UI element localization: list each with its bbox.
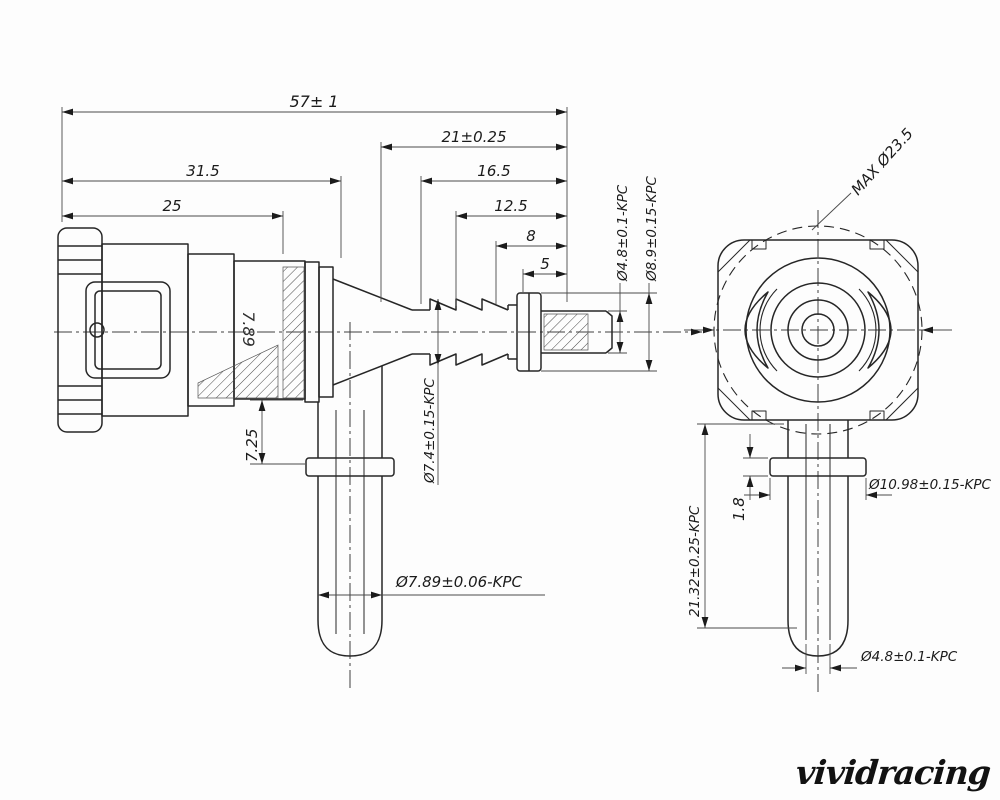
dim-label-dia-7-89: Ø7.89±0.06-KPC — [395, 573, 522, 591]
side-view-outline — [57, 227, 613, 657]
dim-label-21-32: 21.32±0.25-KPC — [687, 505, 703, 617]
latch-wing-left — [744, 291, 769, 369]
latch-hole — [89, 322, 105, 338]
stem-bead — [305, 457, 395, 477]
stem-bead-end-view — [769, 457, 867, 477]
dim-label-dia-4-8-stem: Ø4.8±0.1-KPC — [860, 649, 958, 665]
dim-label-7-25: 7.25 — [243, 429, 261, 462]
stem-tip-end-view — [787, 619, 849, 657]
part-marking-text: 7.89 — [239, 311, 258, 347]
dim-label-12-5: 12.5 — [494, 197, 527, 215]
section-hatching — [197, 266, 589, 399]
dim-label-1-8: 1.8 — [730, 497, 748, 521]
dim-label-25: 25 — [162, 197, 181, 215]
dim-label-dia-10-98: Ø10.98±0.15-KPC — [868, 477, 992, 493]
hose-barbs-bottom — [429, 353, 509, 366]
stem-tip — [317, 619, 383, 657]
dim-label-dia-8-9: Ø8.9±0.15-KPC — [644, 176, 660, 282]
end-view-body — [717, 239, 919, 421]
dim-label-21: 21±0.25 — [441, 128, 506, 146]
dim-label-31-5: 31.5 — [186, 162, 219, 180]
dim-label-16-5: 16.5 — [477, 162, 510, 180]
latch-wing-right — [867, 291, 892, 369]
dim-label-overall-length: 57± 1 — [289, 92, 338, 111]
watermark: vividracing — [794, 753, 992, 792]
dim-label-max-dia: MAX Ø23.5 — [848, 125, 917, 199]
dim-label-dia-4-8-nipple: Ø4.8±0.1-KPC — [615, 184, 631, 282]
centerlines — [54, 210, 948, 692]
latch-window — [85, 281, 171, 379]
connector-body — [101, 243, 189, 417]
dim-label-dia-7-4: Ø7.4±0.15-KPC — [422, 378, 438, 484]
dim-label-5: 5 — [540, 255, 550, 273]
dim-label-8: 8 — [526, 227, 536, 245]
